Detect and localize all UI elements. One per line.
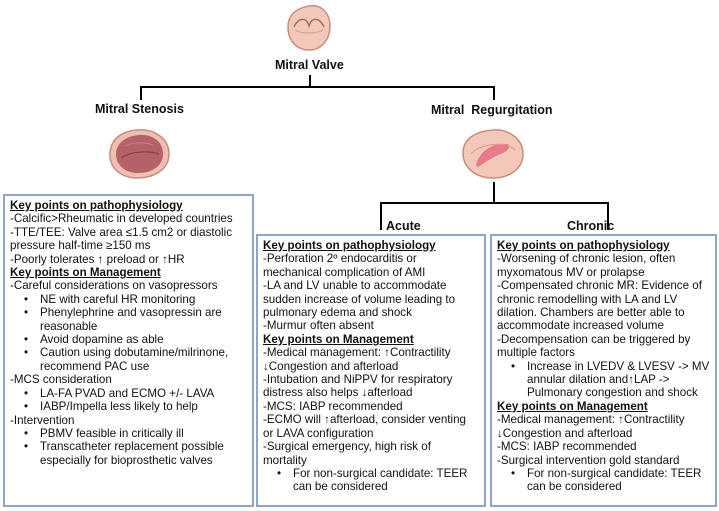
text-line: sudden increase of volume leading to (263, 292, 456, 306)
acute-title: Acute (386, 219, 421, 233)
text-line: accommodate increased volume (497, 319, 664, 333)
mitral-regurgitation-title: Mitral Regurgitation (431, 103, 553, 117)
connector-chronic (607, 202, 609, 230)
bullet-item: LA-FA PVAD and ECMO +/- LAVA (10, 387, 247, 401)
connector-regurgitation (493, 86, 495, 100)
acute-panel: Key points on pathophysiology-Perforatio… (256, 234, 486, 507)
stenosis-lines: Key points on pathophysiology-Calcific>R… (10, 199, 247, 467)
connector-stenosis (140, 86, 142, 100)
bullet-continuation: can be considered (293, 480, 388, 494)
text-line: pressure half-time ≥150 ms (10, 239, 151, 253)
text-line: -MCS consideration (10, 373, 112, 387)
section-heading: Key points on pathophysiology (263, 239, 436, 252)
text-line: -Careful considerations on vasopressors (10, 279, 218, 293)
text-line: -Surgical emergency, high risk of (263, 440, 431, 454)
chronic-lines: Key points on pathophysiology-Worsening … (497, 239, 710, 494)
text-line: myxomatous MV or prolapse (497, 265, 645, 279)
text-line: -TTE/TEE: Valve area ≤1.5 cm2 or diastol… (10, 225, 232, 239)
text-line: multiple factors (497, 346, 575, 360)
text-line: distress also helps ↓afterload (263, 386, 413, 400)
text-line: -ECMO will ↑afterload, consider venting (263, 413, 466, 427)
mitral-stenosis-title: Mitral Stenosis (95, 102, 184, 116)
bullet-item: Transcatheter replacement possible (10, 440, 247, 454)
text-line: -Medical management: ↑Contractility (497, 413, 685, 427)
text-line: ↓Congestion and afterload (497, 426, 633, 440)
bullet-item: Phenylephrine and vasopressin are (10, 306, 247, 320)
text-line: -Intubation and NiPPV for respiratory (263, 373, 453, 387)
bullet-continuation: Pulmonary congestion and shock (527, 386, 698, 400)
section-heading: Key points on pathophysiology (497, 239, 670, 252)
bullet-continuation: can be considered (527, 480, 622, 494)
section-heading: Key points on Management (10, 266, 161, 280)
chronic-title: Chronic (567, 219, 615, 233)
mitral-valve-title: Mitral Valve (275, 58, 344, 72)
bullet-item: For non-surgical candidate: TEER (263, 467, 479, 481)
bullet-item: Increase in LVEDV & LVESV -> MV (497, 360, 710, 374)
connector-regurg-split (380, 202, 608, 204)
connector-regurg-down (493, 182, 495, 203)
connector-acute (380, 202, 382, 230)
text-line: pulmonary edema and shock (263, 306, 412, 320)
text-line: -Intervention (10, 413, 75, 427)
text-line: -LA and LV unable to accommodate (263, 279, 447, 293)
text-line: mechanical complication of AMI (263, 265, 426, 279)
acute-lines: Key points on pathophysiology-Perforatio… (263, 239, 479, 494)
text-line: -MCS: IABP recommended (263, 399, 403, 413)
connector-root (309, 75, 311, 87)
text-line: dilation. Chambers are better able to (497, 306, 685, 320)
bullet-item: Avoid dopamine as able (10, 333, 247, 347)
text-line: -Murmur often absent (263, 319, 374, 333)
bullet-item: NE with careful HR monitoring (10, 293, 247, 307)
section-heading: Key points on Management (497, 399, 648, 413)
mitral-valve-icon (287, 4, 331, 51)
bullet-item: Caution using dobutamine/milrinone, (10, 346, 247, 360)
text-line: -MCS: IABP recommended (497, 440, 637, 454)
text-line: -Surgical intervention gold standard (497, 453, 680, 467)
text-line: mortality (263, 453, 307, 467)
connector-horizontal (140, 86, 494, 88)
bullet-item: For non-surgical candidate: TEER (497, 467, 710, 481)
bullet-continuation: reasonable (40, 319, 98, 333)
text-line: -Compensated chronic MR: Evidence of (497, 279, 702, 293)
bullet-continuation: recommend PAC use (40, 359, 150, 373)
bullet-item: PBMV feasible in critically ill (10, 427, 247, 441)
bullet-item: IABP/Impella less likely to help (10, 400, 247, 414)
section-heading: Key points on Management (263, 332, 414, 346)
chronic-panel: Key points on pathophysiology-Worsening … (490, 234, 717, 507)
text-line: -Calcific>Rheumatic in developed countri… (10, 212, 233, 226)
text-line: -Decompensation can be triggered by (497, 332, 691, 346)
section-heading: Key points on pathophysiology (10, 199, 183, 212)
bullet-continuation: especially for bioprosthetic valves (40, 453, 213, 467)
text-line: or LAVA configuration (263, 426, 374, 440)
text-line: ↓Congestion and afterload (263, 359, 399, 373)
text-line: -Poorly tolerates ↑ preload or ↑HR (10, 252, 185, 266)
stenotic-valve-icon (109, 129, 170, 179)
text-line: -Worsening of chronic lesion, often (497, 252, 676, 266)
text-line: chronic remodelling with LA and LV (497, 292, 678, 306)
text-line: -Medical management: ↑Contractility (263, 346, 451, 360)
regurgitant-valve-icon (462, 129, 524, 179)
text-line: -Perforation 2º endocarditis or (263, 252, 417, 266)
bullet-continuation: annular dilation and↑LAP -> (527, 373, 670, 387)
stenosis-panel: Key points on pathophysiology-Calcific>R… (3, 194, 254, 507)
